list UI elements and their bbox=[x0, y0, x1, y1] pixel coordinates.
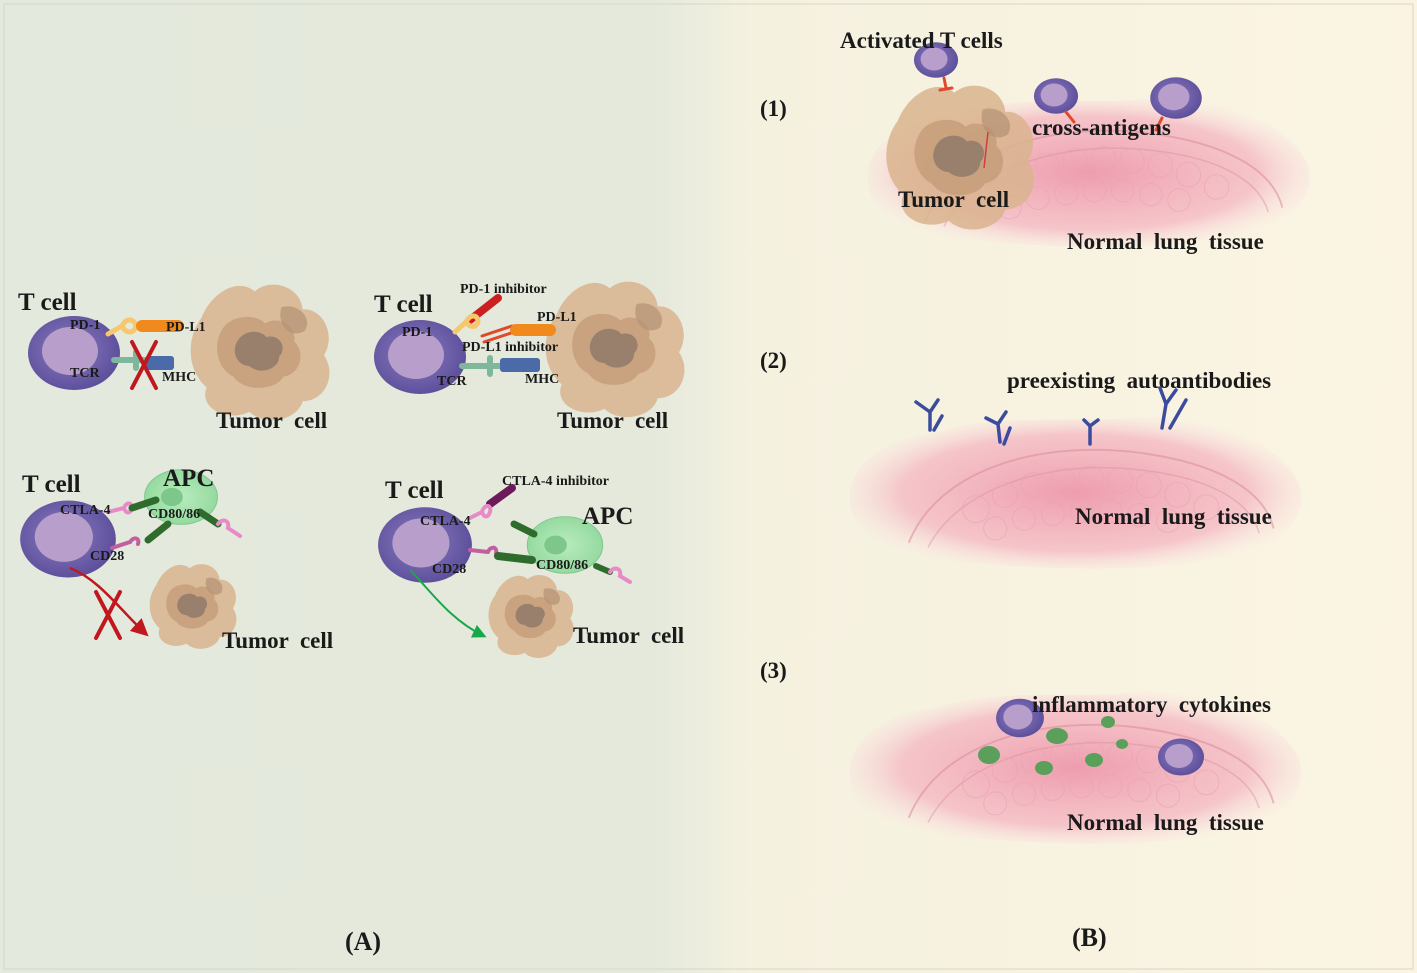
tcr-label-q2: TCR bbox=[437, 374, 467, 389]
tcr-s1b bbox=[1064, 110, 1076, 124]
normal-lung-label-s3: Normal lung tissue bbox=[1067, 810, 1264, 835]
cd80-label-q4: CD80/86 bbox=[536, 558, 588, 573]
antibody-3 bbox=[1082, 418, 1100, 446]
cd28-label-q3: CD28 bbox=[90, 549, 124, 564]
panel-b: (1) Activated T cells cross-antigens Tum… bbox=[760, 28, 1311, 952]
panel-a: T cell PD-1 PD-L1 TCR MHC Tumor cell T c… bbox=[18, 281, 685, 956]
scenario-cross-antigens: (1) Activated T cells cross-antigens Tum… bbox=[760, 28, 1311, 254]
apc-label-q4: APC bbox=[582, 503, 633, 530]
panel-a-label: (A) bbox=[345, 927, 381, 956]
cd80-ligand-q4b bbox=[494, 552, 536, 564]
mhc-label-q1: MHC bbox=[162, 370, 196, 385]
normal-lung-label-s2: Normal lung tissue bbox=[1075, 504, 1272, 529]
cd80-ligand-q3b bbox=[144, 520, 172, 544]
cytokine-5 bbox=[1101, 716, 1115, 728]
apc-label-q3: APC bbox=[163, 465, 214, 492]
ctla4-receptor-q4 bbox=[468, 504, 493, 520]
cd80-ligand-q3c bbox=[196, 508, 222, 528]
mhc-q2 bbox=[500, 358, 540, 372]
pd1-blocked-quadrant: T cell PD-1 PD-L1 TCR MHC Tumor cell bbox=[18, 284, 330, 433]
blocked-arrow-q3 bbox=[69, 566, 149, 637]
autoantibodies-label: preexisting autoantibodies bbox=[1007, 368, 1271, 393]
tumor-label-s1: Tumor cell bbox=[898, 187, 1009, 212]
cytokine-group bbox=[978, 716, 1128, 775]
lung-tissue-s2 bbox=[848, 415, 1303, 570]
pdl1-inhibitor-label-q2: PD-L1 inhibitor bbox=[462, 340, 558, 355]
antibody-4 bbox=[1158, 386, 1188, 430]
ctla4-receptor-q3b bbox=[216, 518, 242, 538]
t-cell-label-q4: T cell bbox=[385, 477, 444, 504]
ctla4-receptor-q4b bbox=[608, 566, 632, 584]
ctla4-inhibitor-quadrant: T cell CTLA-4 inhibitor APC CTLA-4 CD28 … bbox=[378, 474, 684, 658]
cd80-ligand-q4c bbox=[593, 563, 613, 575]
scenario-cytokines: (3) inflammatory cytokines Normal lung t… bbox=[760, 658, 1303, 845]
antigen-s1 bbox=[983, 131, 989, 169]
cd28-receptor-q3 bbox=[110, 536, 141, 550]
frame-border bbox=[3, 3, 1414, 970]
normal-lung-label-s1: Normal lung tissue bbox=[1067, 229, 1264, 254]
tumor-label-q4: Tumor cell bbox=[573, 623, 684, 648]
cytokine-2 bbox=[1046, 728, 1068, 744]
ctla4-inhibitor-label-q4: CTLA-4 inhibitor bbox=[502, 474, 609, 489]
tcr-s1 bbox=[938, 76, 954, 92]
pd1-inhibitor-quadrant: T cell PD-1 inhibitor PD-1 PD-L1 PD-L1 i… bbox=[374, 281, 685, 433]
cytokine-3 bbox=[1035, 761, 1053, 775]
tumor-label-q2: Tumor cell bbox=[557, 408, 668, 433]
scenario-2-number: (2) bbox=[760, 348, 787, 373]
pd1-inhibitor-label-q2: PD-1 inhibitor bbox=[460, 282, 547, 297]
cytokine-1 bbox=[978, 746, 1000, 764]
cytokine-6 bbox=[1116, 739, 1128, 749]
activated-t-cells-label: Activated T cells bbox=[840, 28, 1003, 53]
antibody-1 bbox=[914, 398, 944, 432]
mhc-label-q2: MHC bbox=[525, 372, 559, 387]
t-cell-s3b bbox=[1158, 738, 1204, 776]
cd28-receptor-q4 bbox=[468, 545, 499, 556]
panel-b-label: (B) bbox=[1072, 923, 1107, 952]
scenario-3-number: (3) bbox=[760, 658, 787, 683]
cd80-label-q3: CD80/86 bbox=[148, 507, 200, 522]
t-cell-s1b bbox=[1033, 78, 1079, 114]
tcr-label-q1: TCR bbox=[70, 366, 100, 381]
scenario-1-number: (1) bbox=[760, 96, 787, 121]
cytokine-4 bbox=[1085, 753, 1103, 767]
t-cell-label-q2: T cell bbox=[374, 291, 433, 318]
tcr-s1c bbox=[1154, 116, 1164, 132]
pd1-label-q2: PD-1 bbox=[402, 325, 432, 340]
tcr-receptor-q2 bbox=[459, 355, 503, 377]
block-x-q1 bbox=[130, 340, 158, 390]
cd80-ligand-q4a bbox=[510, 520, 538, 538]
pd1-label-q1: PD-1 bbox=[70, 318, 100, 333]
cytokines-label: inflammatory cytokines bbox=[1032, 692, 1271, 717]
antibody-2 bbox=[984, 410, 1012, 446]
ctla4-blocked-quadrant: T cell APC CTLA-4 CD80/86 CD28 Tumor cel… bbox=[20, 465, 333, 653]
t-cell-s1c bbox=[1150, 77, 1202, 119]
tumor-label-q3: Tumor cell bbox=[222, 628, 333, 653]
pdl1-ligand-q2 bbox=[510, 324, 556, 336]
pdl1-inhibitor-q2 bbox=[480, 324, 516, 344]
mhc-q1 bbox=[146, 356, 174, 370]
t-cell-label-q1: T cell bbox=[18, 289, 77, 316]
pdl1-label-q2: PD-L1 bbox=[537, 310, 577, 325]
tumor-label-q1: Tumor cell bbox=[216, 408, 327, 433]
cd80-ligand-q3a bbox=[128, 496, 160, 512]
activation-arrow-q4 bbox=[409, 569, 487, 638]
pdl1-label-q1: PD-L1 bbox=[166, 320, 206, 335]
ctla4-label-q4: CTLA-4 bbox=[420, 514, 471, 529]
t-cell-label-q3: T cell bbox=[22, 471, 81, 498]
pdl1-ligand-q1 bbox=[136, 320, 184, 332]
pd1-receptor-q2 bbox=[452, 313, 481, 335]
block-x-q3 bbox=[94, 590, 122, 640]
ctla4-inhibitor-q4 bbox=[486, 484, 516, 508]
scenario-autoantibodies: (2) preexisting autoantibodies Normal lu… bbox=[760, 348, 1303, 570]
antibody-group bbox=[914, 386, 1188, 446]
cd28-label-q4: CD28 bbox=[432, 562, 466, 577]
cross-antigens-label: cross-antigens bbox=[1032, 115, 1171, 140]
ctla4-label-q3: CTLA-4 bbox=[60, 503, 111, 518]
